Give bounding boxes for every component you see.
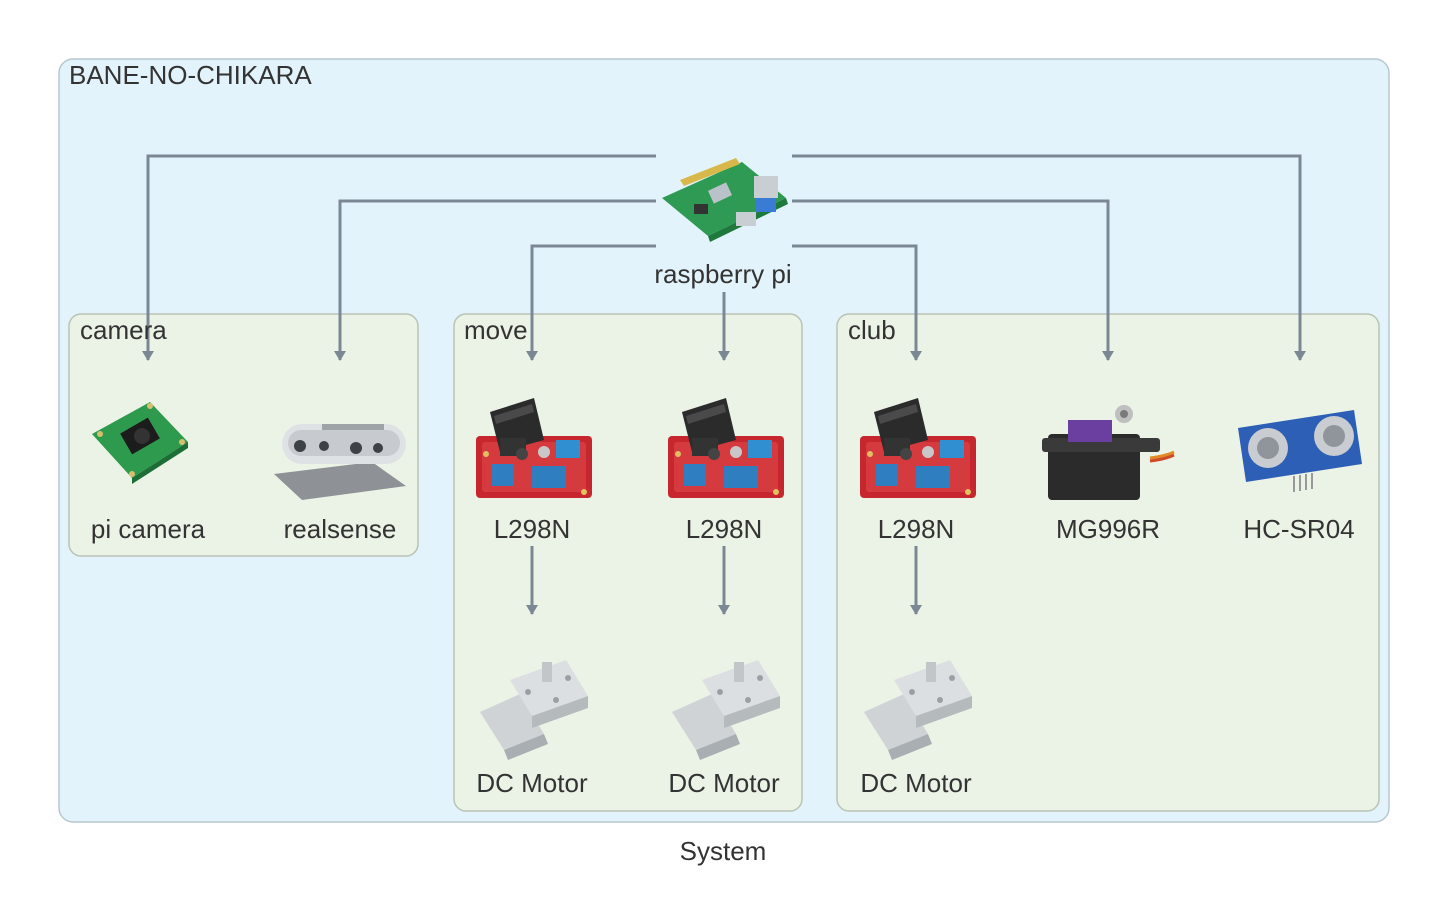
servo-motor-icon [1042, 405, 1175, 500]
edge-pi-to-hcsr04 [792, 154, 1306, 361]
edge-pi-to-move-l298n-1 [526, 244, 656, 361]
cluster-move-label: move [464, 315, 528, 345]
edge-pi-to-club-l298n [792, 244, 922, 361]
realsense-label: realsense [283, 514, 397, 544]
cluster-camera-label: camera [80, 315, 167, 345]
edge-pi-to-pi-camera [142, 154, 656, 361]
pi-camera-module-icon [92, 402, 188, 484]
move-l298n-1-label: L298N [493, 514, 571, 544]
system-cluster-label: BANE-NO-CHIKARA [69, 60, 312, 90]
hcsr04-label: HC-SR04 [1243, 514, 1355, 544]
cluster-club-label: club [848, 315, 896, 345]
raspberry-pi-label: raspberry pi [654, 259, 792, 289]
edge-pi-to-realsense [334, 199, 656, 361]
club-dc-motor-label: DC Motor [860, 768, 972, 798]
raspberry-pi-board-icon [662, 158, 788, 242]
move-dc-motor-2-label: DC Motor [668, 768, 780, 798]
pi-camera-label: pi camera [90, 514, 206, 544]
move-l298n-2-label: L298N [685, 514, 763, 544]
diagram-caption: System [679, 836, 767, 866]
mg996r-label: MG996R [1055, 514, 1161, 544]
realsense-depth-camera-icon [274, 424, 406, 500]
edge-pi-to-mg996r [792, 199, 1114, 361]
ultrasonic-sensor-icon [1238, 410, 1362, 492]
move-dc-motor-1-label: DC Motor [476, 768, 588, 798]
club-l298n-label: L298N [877, 514, 955, 544]
